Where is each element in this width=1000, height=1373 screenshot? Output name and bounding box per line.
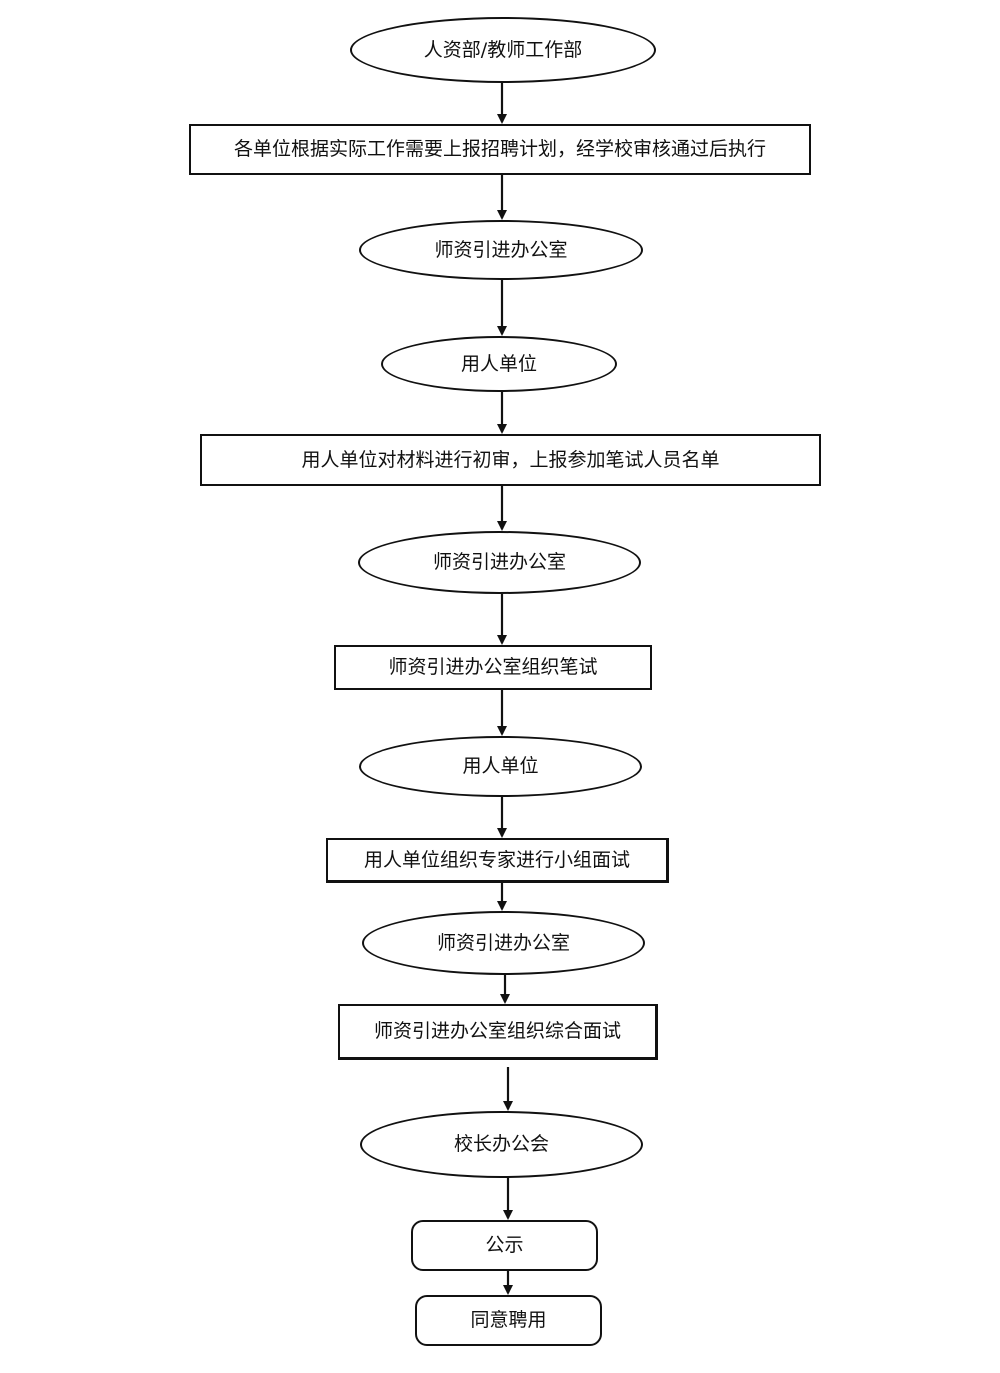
step-approve-employment: 同意聘用 — [415, 1295, 602, 1346]
step-label: 人资部/教师工作部 — [423, 38, 583, 61]
step-group-interview: 用人单位组织专家进行小组面试 — [326, 838, 669, 883]
step-hiring-unit: 用人单位 — [381, 336, 617, 392]
step-label: 校长办公会 — [453, 1133, 549, 1155]
step-label: 用人单位 — [460, 352, 537, 375]
step-label: 师资引进办公室组织综合面试 — [373, 1020, 621, 1042]
step-label: 用人单位组织专家进行小组面试 — [363, 848, 630, 871]
step-label: 公示 — [485, 1234, 524, 1256]
step-faculty-recruitment-office: 师资引进办公室 — [359, 220, 643, 280]
step-president-meeting: 校长办公会 — [360, 1111, 643, 1178]
step-label: 用人单位 — [462, 755, 539, 777]
step-faculty-recruitment-office-2: 师资引进办公室 — [358, 531, 641, 594]
step-label: 师资引进办公室 — [434, 238, 568, 261]
step-faculty-recruitment-office-3: 师资引进办公室 — [362, 911, 645, 975]
step-preliminary-review: 用人单位对材料进行初审，上报参加笔试人员名单 — [200, 434, 821, 486]
step-hr-teacher-dept: 人资部/教师工作部 — [350, 17, 656, 83]
step-submit-recruitment-plan: 各单位根据实际工作需要上报招聘计划，经学校审核通过后执行 — [189, 124, 811, 175]
step-public-notice: 公示 — [411, 1220, 598, 1271]
step-label: 师资引进办公室组织笔试 — [388, 656, 598, 678]
step-label: 同意聘用 — [470, 1309, 547, 1331]
step-label: 用人单位对材料进行初审，上报参加笔试人员名单 — [301, 448, 720, 471]
step-label: 各单位根据实际工作需要上报招聘计划，经学校审核通过后执行 — [233, 138, 766, 160]
step-label: 师资引进办公室 — [432, 551, 566, 573]
step-written-exam: 师资引进办公室组织笔试 — [334, 645, 652, 690]
step-label: 师资引进办公室 — [436, 931, 570, 954]
step-comprehensive-interview: 师资引进办公室组织综合面试 — [338, 1004, 658, 1060]
step-hiring-unit-2: 用人单位 — [359, 736, 642, 797]
